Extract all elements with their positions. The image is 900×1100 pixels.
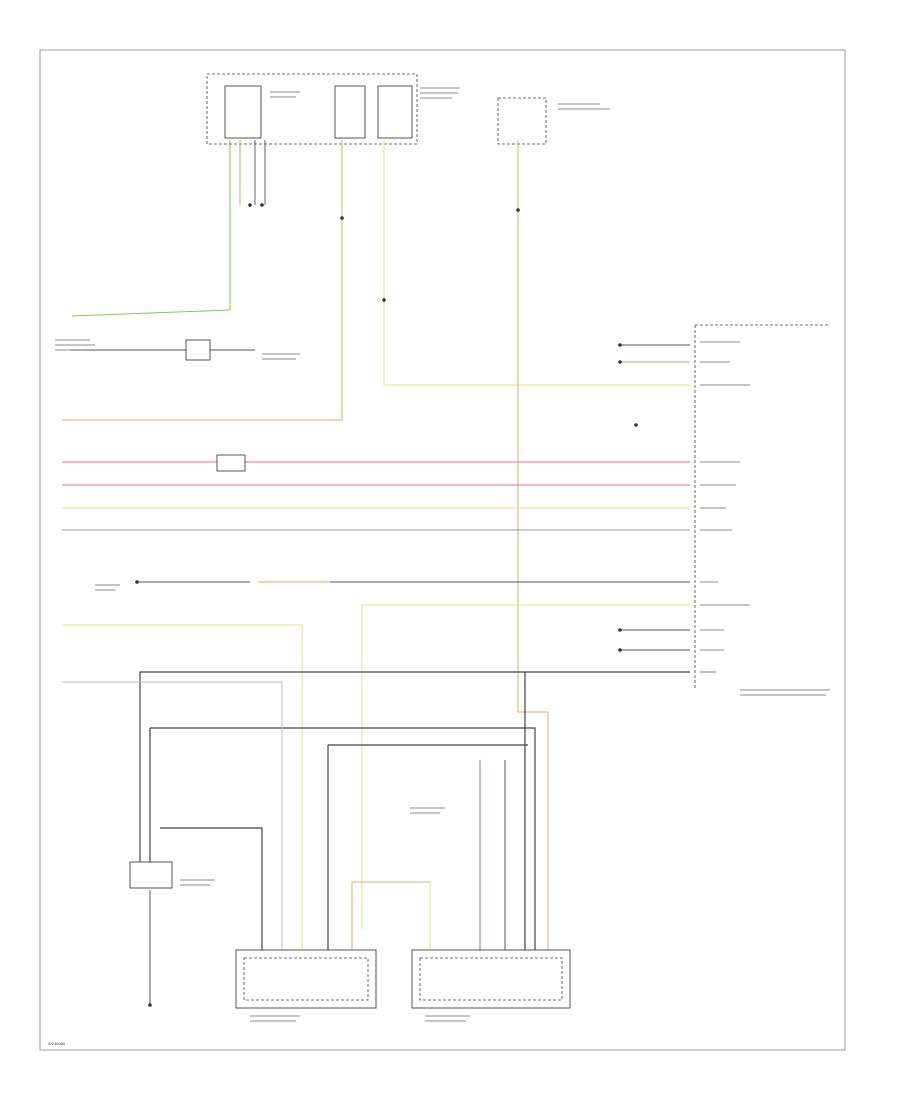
wire-ground-bus [139,671,690,950]
top-right-module [497,97,547,145]
wire-orange-right [517,140,549,950]
top-center-module [206,73,418,145]
wire-orange [62,140,343,421]
wire-dark [70,140,266,351]
connector-dots [135,203,638,1007]
right-connector-edge [694,324,830,690]
left-relay-box [129,861,173,889]
wire-left-yellow [62,624,303,950]
right-connector-mid [620,629,690,651]
right-connector-top [620,344,690,363]
wire-green [71,140,241,317]
bottom-left-module [235,949,377,1009]
diagram-frame [39,49,846,1051]
wire-bottom-right [351,760,506,950]
bottom-right-module [411,949,571,1009]
illegible-label-marks [55,87,830,1022]
wire-grey-left [62,681,283,950]
wire-mid-yellow [361,604,690,930]
small-inline-box [185,339,246,472]
figure-id: W246080 [48,1041,66,1046]
wire-yellow-top [383,140,690,386]
